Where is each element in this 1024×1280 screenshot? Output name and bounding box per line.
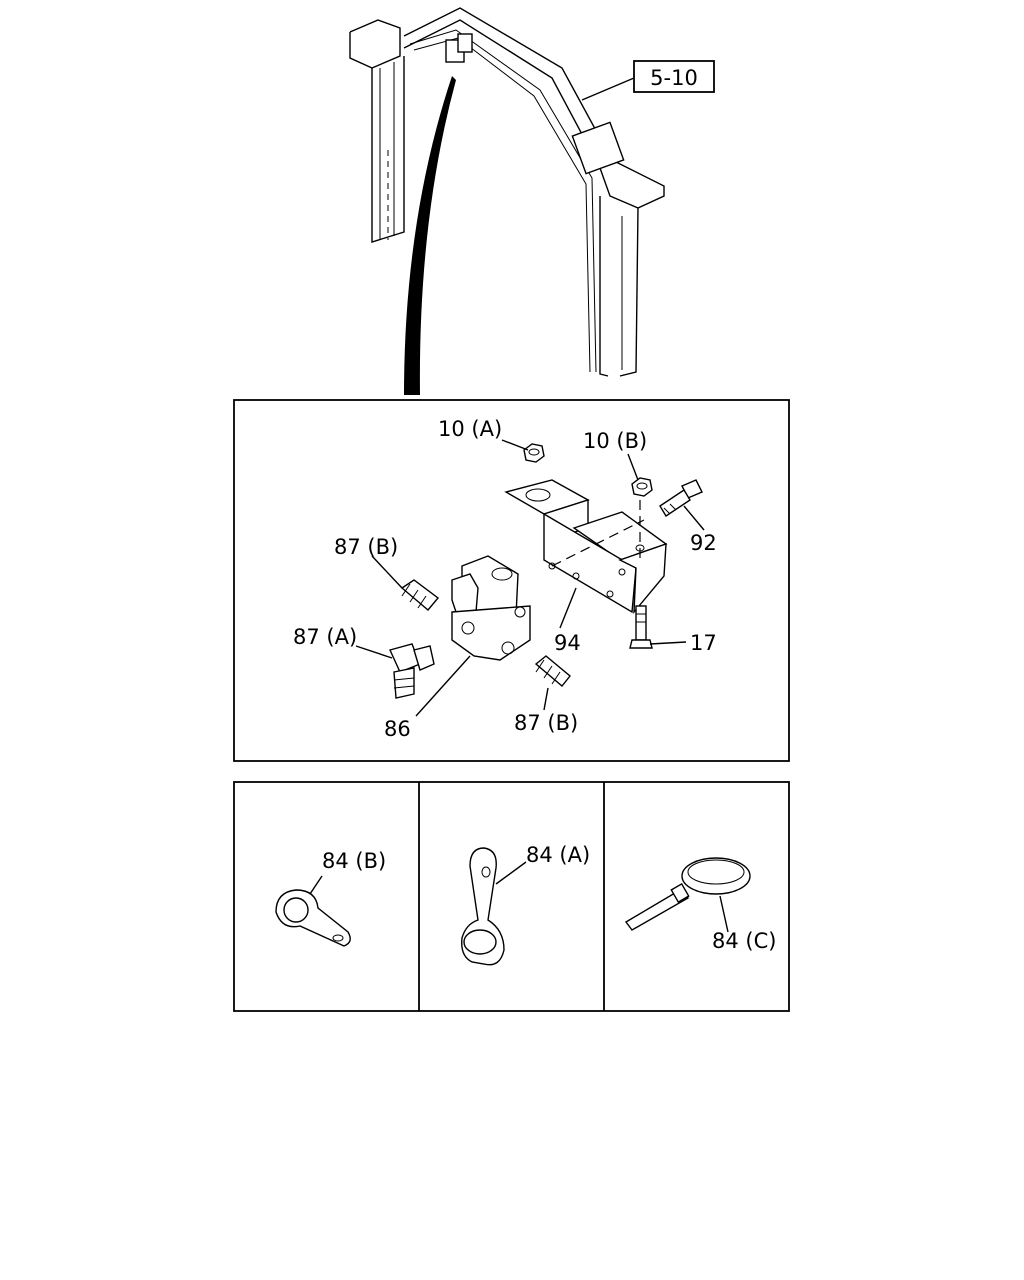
reference-label-group: 5-10: [581, 60, 715, 101]
callout-bolt-92: 92: [690, 531, 717, 555]
callout-fitting-87b-bottom: 87 (B): [514, 711, 578, 735]
clip-84b: [275, 875, 351, 947]
callout-fitting-87b-top: 87 (B): [334, 535, 398, 559]
detail-box: [233, 399, 790, 762]
tie-84c: [624, 857, 751, 933]
callout-clip-84b: 84 (B): [322, 849, 386, 873]
nut-10a: [523, 443, 545, 463]
bolt-92: [659, 479, 703, 517]
fitting-87b-top: [400, 579, 440, 611]
callout-nut-10a: 10 (A): [438, 417, 502, 441]
clip-84a: [461, 847, 527, 966]
bracket-94: [504, 479, 668, 615]
callout-bracket-94: 94: [554, 631, 581, 655]
callout-fitting-87a: 87 (A): [293, 625, 357, 649]
solenoid-valve-86: [451, 555, 531, 661]
frame-assembly: [349, 7, 665, 395]
fitting-87b-bottom: [534, 655, 571, 687]
reference-label: 5-10: [650, 66, 698, 90]
fitting-87a: [389, 643, 435, 699]
callout-tie-84c: 84 (C): [712, 929, 776, 953]
callout-valve-86: 86: [384, 717, 411, 741]
callout-clip-84a: 84 (A): [526, 843, 590, 867]
nut-10b: [631, 477, 653, 497]
detail-leaders: [355, 439, 705, 717]
callout-bolt-17: 17: [690, 631, 717, 655]
callout-nut-10b: 10 (B): [583, 429, 647, 453]
bolt-17: [629, 605, 653, 649]
clip-panels: [233, 781, 790, 1012]
